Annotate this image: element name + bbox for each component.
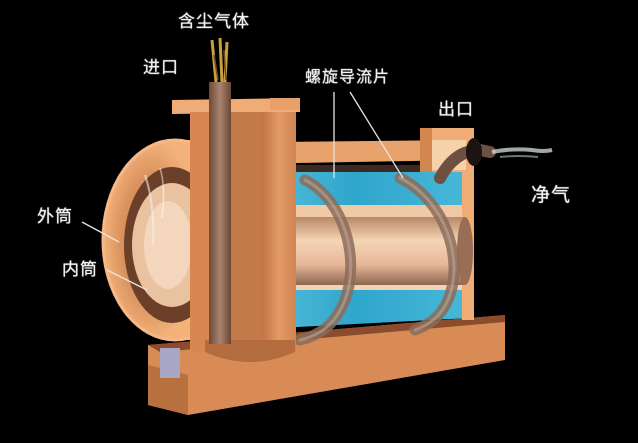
inlet-housing [172, 98, 300, 362]
label-spiral-guide-vane: 螺旋导流片 [305, 67, 391, 86]
label-outlet: 出口 [438, 100, 474, 120]
leader-inner-cylinder [106, 269, 148, 291]
spiral-guide-vanes [294, 172, 460, 346]
outlet [420, 128, 553, 184]
label-inner-cylinder: 内筒 [62, 260, 98, 280]
label-dusty-gas: 含尘气体 [178, 12, 250, 32]
leader-vane-2 [349, 91, 404, 179]
label-clean-gas: 净气 [531, 184, 572, 206]
inlet-pipe [209, 37, 231, 344]
label-outer-cylinder: 外筒 [37, 207, 73, 227]
leader-outer-cylinder [81, 221, 120, 243]
water-film-bottom [240, 286, 470, 330]
label-inlet: 进口 [143, 58, 179, 78]
leader-lines [81, 91, 404, 291]
